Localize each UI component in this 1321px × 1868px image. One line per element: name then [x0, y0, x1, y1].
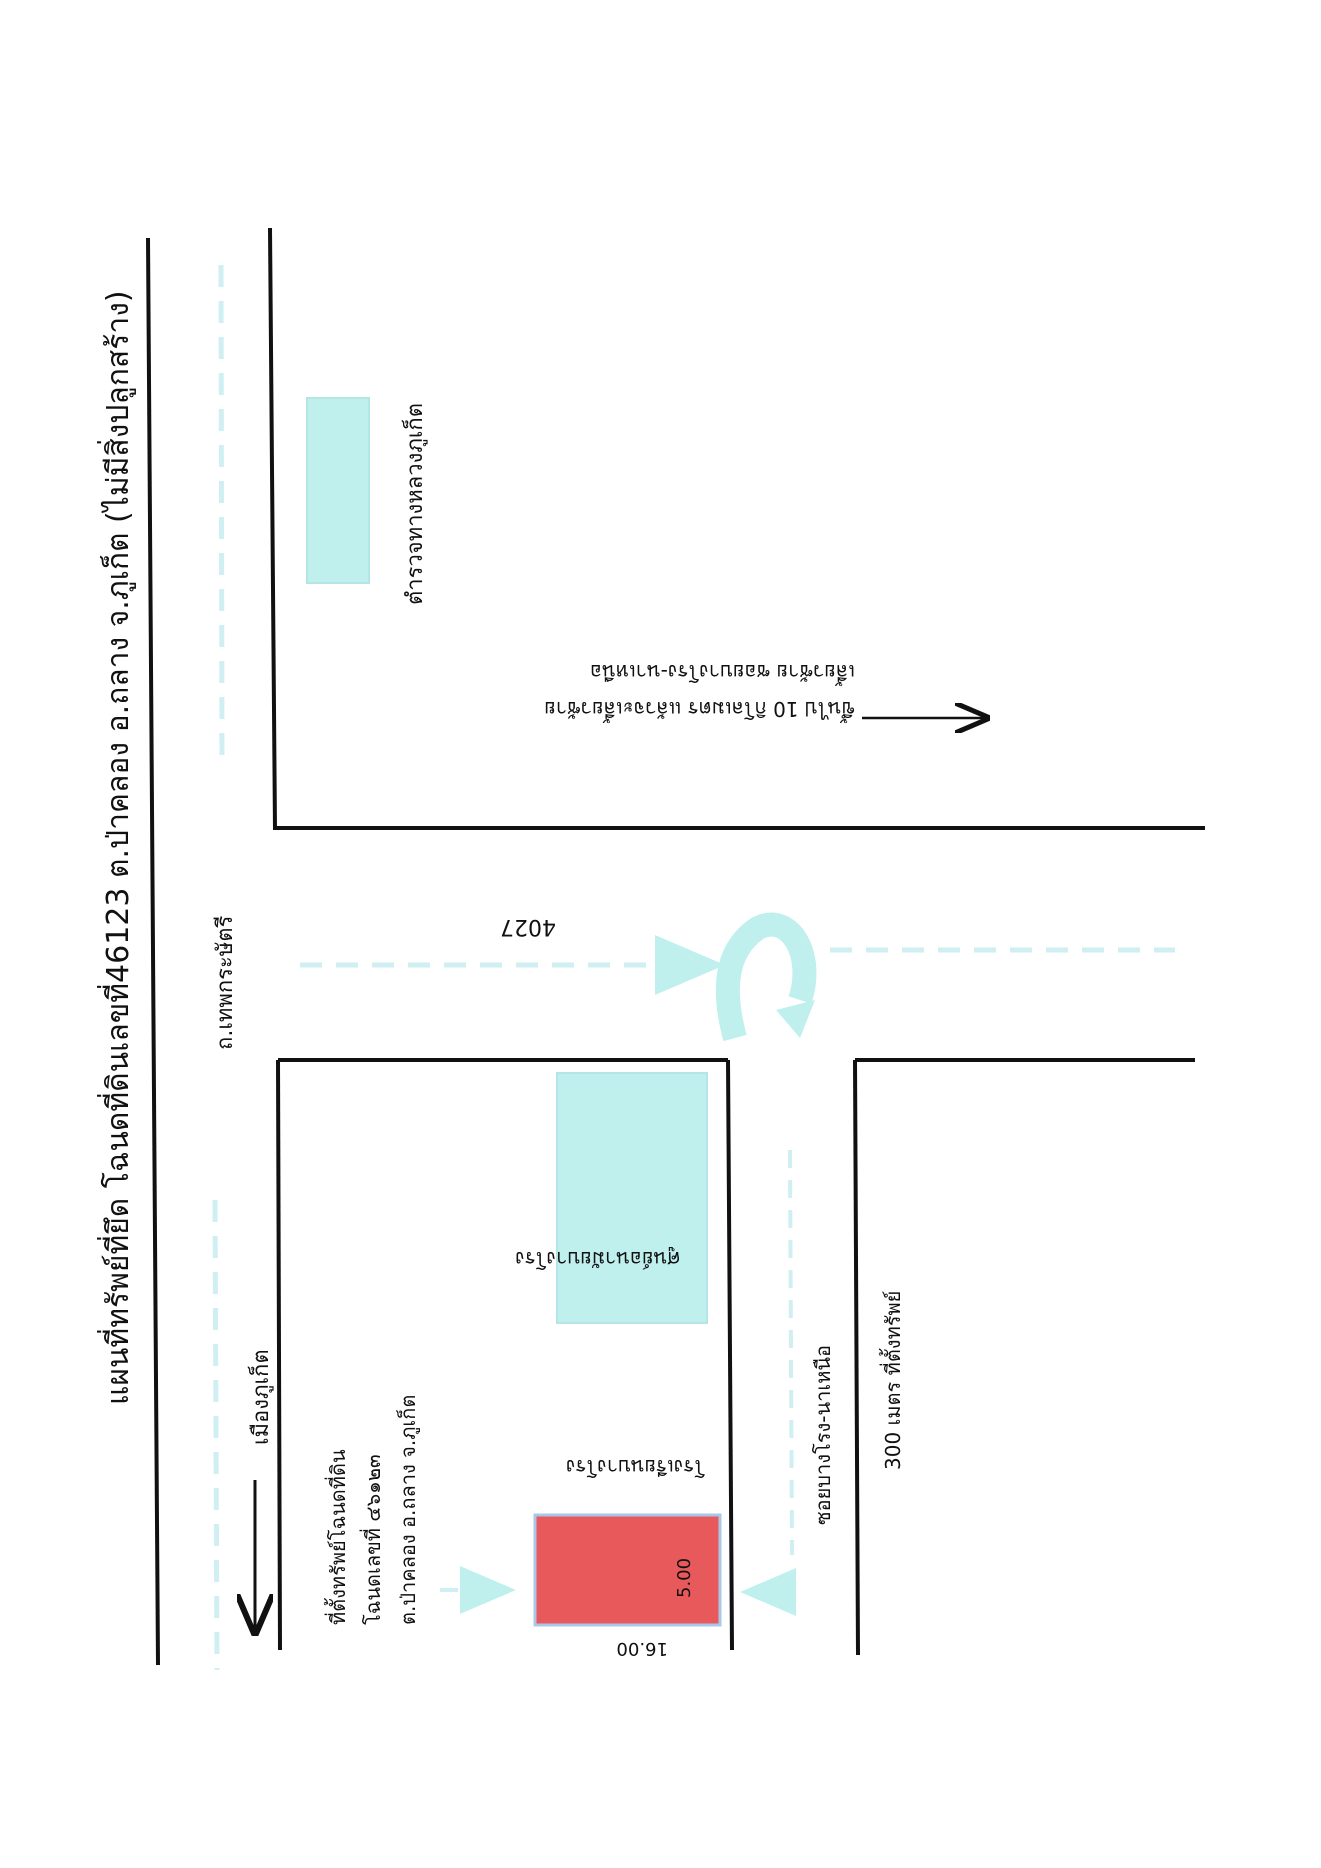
- side-road-east-edge: [853, 1059, 860, 1656]
- property-label-line-2: โฉนดเลขที่ ๔๖๑๒๓: [359, 1454, 385, 1625]
- property-label-line-1: ที่ตั้งทรัพย์โฉนดที่ดิน: [324, 1449, 350, 1625]
- health-center-box: [556, 1072, 708, 1324]
- police-station-box: [306, 397, 370, 584]
- property-width-label: 5.00: [674, 1558, 695, 1598]
- property-distance-label: 300 เมตร ที่ตั้งทรัพย์: [879, 1291, 905, 1470]
- u-turn-arrow-icon: [715, 912, 817, 1042]
- property-parcel: [533, 1513, 722, 1627]
- side-road-west-edge: [726, 1059, 734, 1651]
- police-station-label: ตำรวจทางหลวงภูเก็ต: [400, 403, 428, 605]
- ahead-direction-line-1: ขึ้นไป 10 กิโลเมตร แล้วจะเลี้ยวซ้าย: [544, 697, 855, 723]
- ahead-direction-line-2: เลี้ยวซ้าย ซอยบางโรง-นาเหนือ: [590, 660, 855, 686]
- property-label-line-3: ต.ป่าคลอง อ.ถลาง จ.ภูเก็ต: [395, 1395, 421, 1625]
- main-road-right-edge-lower: [276, 1059, 282, 1651]
- map-title: แผนที่ทรัพย์ที่ยึด โฉนดที่ดินเลขที่46123…: [97, 290, 136, 1405]
- main-road-left-edge: [146, 237, 160, 1666]
- to-phuket-city-label: เมืองภูเก็ต: [246, 1349, 274, 1445]
- main-road-center-guide-upper: [218, 264, 225, 761]
- side-road-label: ซอยบางโรง-นาเหนือ: [811, 1345, 835, 1525]
- road-4027-label: 4027: [500, 914, 556, 939]
- main-road-right-edge-upper: [268, 227, 277, 831]
- main-road-label: ถ.เทพกระษัตรี: [213, 915, 238, 1050]
- property-length-label: 16.00: [616, 1638, 668, 1659]
- main-road-center-guide-lower: [212, 1199, 220, 1671]
- school-label: โรงเรียนบางโรง: [566, 1455, 705, 1479]
- side-road-center-guide: [788, 1149, 794, 1556]
- health-center-label: ศูนย์อนามัยบางโรง: [515, 1246, 680, 1271]
- u-turn-arrowhead-icon: [776, 1000, 815, 1038]
